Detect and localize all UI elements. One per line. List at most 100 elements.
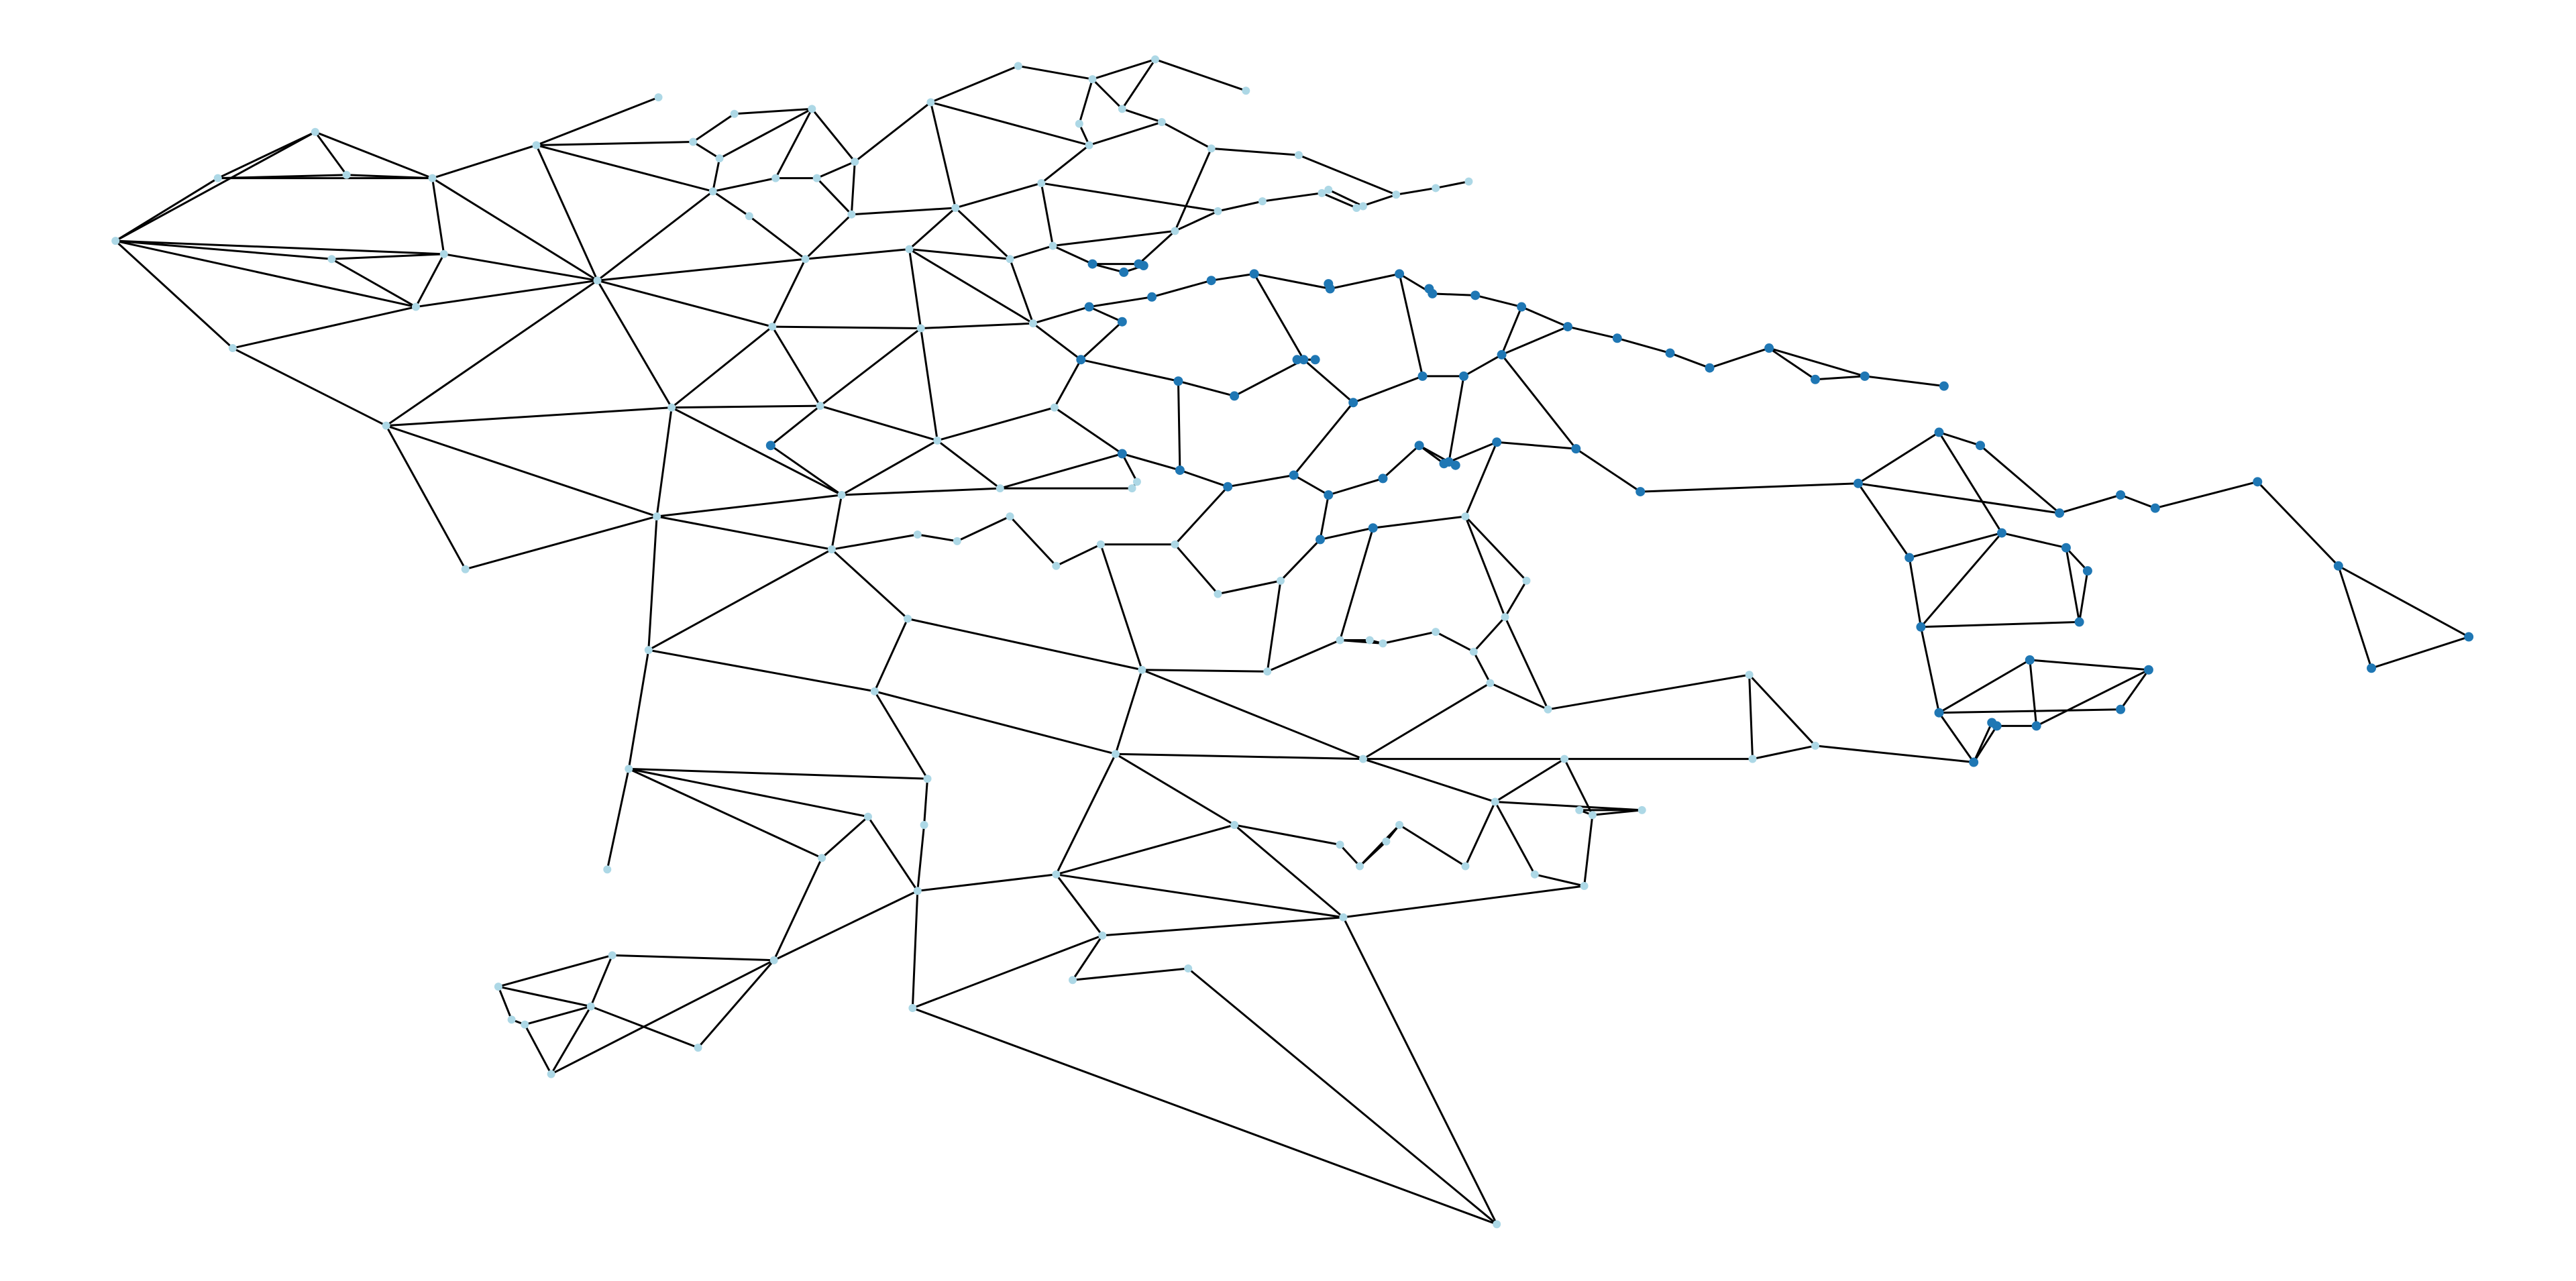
graph-edge xyxy=(1218,200,1263,213)
graph-node-dark xyxy=(1939,381,1949,391)
graph-edge xyxy=(841,439,938,496)
graph-edge xyxy=(2119,669,2150,710)
graph-edge xyxy=(1055,824,1235,876)
graph-edge xyxy=(821,816,869,859)
graph-node-dark xyxy=(2061,543,2071,553)
graph-node-light xyxy=(439,249,448,258)
graph-node-light xyxy=(653,512,661,520)
graph-edge xyxy=(930,65,1019,103)
graph-node-light xyxy=(625,765,633,773)
graph-edge xyxy=(1359,840,1387,867)
graph-edge xyxy=(1262,192,1322,203)
graph-node-dark xyxy=(1117,317,1127,327)
graph-node-dark xyxy=(1470,290,1481,300)
graph-node-light xyxy=(311,127,319,136)
graph-edge xyxy=(1435,630,1474,653)
graph-node-light xyxy=(1157,118,1166,127)
graph-node-light xyxy=(920,821,928,829)
graph-node-light xyxy=(1811,741,1819,750)
graph-node-dark xyxy=(2143,665,2153,675)
graph-edge xyxy=(773,857,823,961)
graph-node-light xyxy=(1486,679,1495,687)
graph-edge xyxy=(936,406,1055,442)
graph-edge xyxy=(1151,279,1212,298)
graph-edge xyxy=(431,177,598,282)
graph-edge xyxy=(1399,824,1466,867)
graph-edge xyxy=(1174,210,1219,232)
graph-node-light xyxy=(228,344,237,353)
graph-edge xyxy=(2338,565,2469,638)
graph-edge xyxy=(1669,352,1711,369)
graph-edge xyxy=(1362,682,1491,760)
graph-node-light xyxy=(1230,821,1239,829)
graph-edge xyxy=(115,177,219,242)
graph-edge xyxy=(1919,626,1940,714)
graph-node-light xyxy=(1050,403,1059,412)
graph-node-dark xyxy=(1492,437,1502,447)
graph-edge xyxy=(1339,844,1361,867)
graph-edge xyxy=(923,779,929,826)
graph-node-dark xyxy=(2025,655,2035,665)
graph-node-light xyxy=(1214,207,1222,215)
graph-node-light xyxy=(1132,478,1141,486)
graph-edge xyxy=(1055,873,1104,936)
graph-edge xyxy=(1362,758,1496,803)
graph-node-light xyxy=(1049,241,1057,250)
graph-node-light xyxy=(913,887,922,895)
graph-edge xyxy=(1040,144,1090,184)
graph-node-light xyxy=(768,323,777,331)
graph-edge xyxy=(1072,967,1189,981)
graph-node-dark xyxy=(1299,355,1309,365)
graph-edge xyxy=(830,494,843,550)
graph-edge xyxy=(535,144,598,281)
graph-edge xyxy=(597,258,806,282)
graph-edge xyxy=(1432,292,1476,296)
graph-node-light xyxy=(1588,811,1597,820)
graph-edge xyxy=(1768,347,1816,381)
graph-edge xyxy=(431,178,445,255)
graph-node-dark xyxy=(2464,632,2474,642)
graph-node-dark xyxy=(1612,333,1622,343)
graph-edge xyxy=(805,247,910,260)
graph-edge xyxy=(1858,482,2060,514)
graph-node-dark xyxy=(2116,490,2126,500)
graph-node-dark xyxy=(1996,528,2006,538)
graph-edge xyxy=(1395,186,1436,196)
graph-edge xyxy=(385,279,598,427)
graph-edge xyxy=(929,102,957,209)
graph-edge xyxy=(1227,474,1294,488)
graph-node-light xyxy=(816,402,824,410)
graph-edge xyxy=(1501,353,1577,450)
graph-node-light xyxy=(1382,837,1391,846)
graph-node-dark xyxy=(1223,482,1233,492)
graph-edge xyxy=(498,985,591,1008)
graph-node-dark xyxy=(2082,566,2092,576)
graph-edge xyxy=(2065,547,2088,572)
graph-edge xyxy=(443,253,598,282)
graph-node-light xyxy=(1392,190,1401,199)
graph-edge xyxy=(920,328,938,441)
graph-edge xyxy=(1321,192,1357,209)
graph-edge xyxy=(1489,682,1549,711)
graph-node-dark xyxy=(1368,523,1378,533)
graph-node-dark xyxy=(2074,617,2084,627)
graph-edge xyxy=(1617,337,1670,354)
graph-edge xyxy=(536,144,714,192)
graph-node-light xyxy=(1096,540,1105,549)
graph-node-light xyxy=(1085,141,1093,150)
graph-edge xyxy=(718,108,813,160)
graph-edge xyxy=(1114,669,1143,755)
graph-node-light xyxy=(1028,319,1037,328)
graph-edge xyxy=(1055,753,1117,875)
graph-node-light xyxy=(933,436,942,445)
graph-node-light xyxy=(1638,805,1646,814)
graph-node-light xyxy=(689,137,698,146)
graph-node-dark xyxy=(1087,259,1097,269)
graph-node-light xyxy=(730,109,739,118)
graph-edge xyxy=(1121,453,1138,483)
graph-node-light xyxy=(1006,512,1014,520)
graph-edge xyxy=(1383,630,1436,645)
graph-node-light xyxy=(1379,639,1387,648)
graph-edge xyxy=(1279,539,1322,581)
graph-node-dark xyxy=(1635,487,1646,497)
